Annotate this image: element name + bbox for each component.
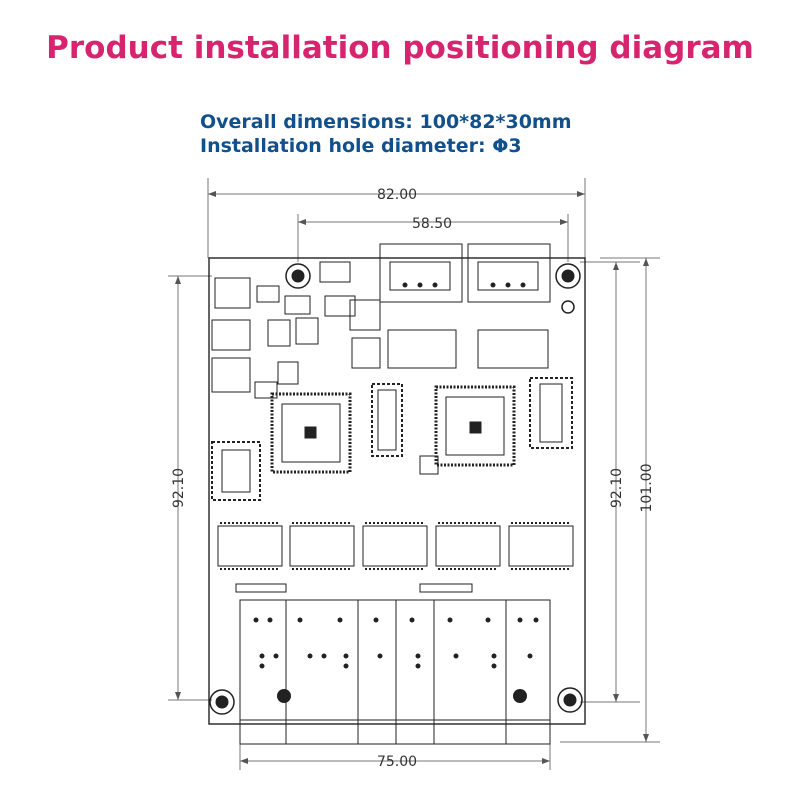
pin-header-left [235, 583, 287, 593]
transformer-top-right [477, 329, 549, 369]
transformer-top-left [387, 329, 457, 369]
transformer-row [217, 525, 574, 567]
mounting-hole-top-right [555, 263, 581, 289]
dimension-lines [168, 178, 660, 770]
bottom-rj45-block [239, 599, 551, 745]
rj45-pin-dots [253, 617, 539, 669]
page-title: Product installation positioning diagram [46, 30, 754, 66]
mounting-hole-top-left [285, 263, 311, 289]
dimension-arrows [175, 191, 649, 764]
top-port-left [379, 243, 463, 303]
hole-diameter-text: Installation hole diameter: Φ3 [200, 135, 522, 157]
dim-right-total-height: 101.00 [639, 464, 655, 513]
memory-chip-left [211, 441, 261, 501]
transformer-pins [220, 522, 571, 570]
switch-chip-left [270, 392, 352, 474]
switch-chip-right [434, 385, 516, 467]
rj45-clip-holes [277, 689, 527, 703]
mounting-hole-bottom-right [557, 687, 583, 713]
overall-dimensions-text: Overall dimensions: 100*82*30mm [200, 111, 572, 133]
board-outline [208, 257, 586, 725]
memory-chip-right [529, 377, 573, 449]
dim-right-hole-height: 92.10 [609, 468, 625, 508]
power-section [211, 261, 381, 399]
mounting-hole-bottom-left [209, 689, 235, 715]
dim-top-width: 82.00 [377, 187, 417, 203]
top-port-right [467, 243, 551, 303]
dim-hole-spacing-top: 58.50 [412, 216, 452, 232]
memory-chip-center [371, 383, 403, 457]
dim-bottom-width: 75.00 [377, 754, 417, 770]
dim-left-height: 92.10 [171, 468, 187, 508]
small-chip [419, 455, 439, 475]
small-hole-right [561, 300, 575, 314]
pin-header-right [419, 583, 473, 593]
